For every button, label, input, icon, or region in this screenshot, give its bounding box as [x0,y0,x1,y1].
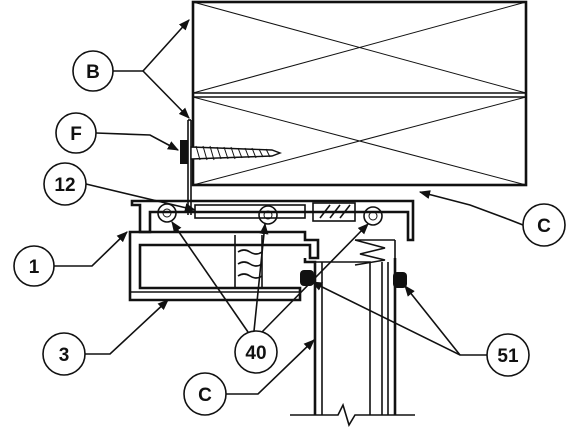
flashing-strip [187,119,192,215]
callout-3: 3 [42,299,169,376]
callout-c-top-label: C [537,216,551,237]
callout-b-label: B [86,62,100,83]
seal-51-left [300,270,314,286]
wood-screw [180,140,282,164]
callout-12-label: 12 [54,175,75,196]
seal-51-right [393,272,407,288]
callout-f-label: F [70,124,82,145]
wood-blocking-block [191,0,528,187]
callout-c-bottom: C [183,339,315,416]
callout-51: 51 [310,281,530,377]
sill-extrusion [130,199,415,242]
callout-3-label: 3 [59,345,70,366]
callout-c-bottom-label: C [198,385,212,406]
callout-1-label: 1 [29,257,40,278]
callout-51-label: 51 [497,346,519,367]
frame-profile [128,230,320,302]
callout-f: F [55,112,179,154]
spring-clip [354,239,396,266]
stud-jamb [303,258,397,415]
callout-c-top: C [418,190,566,247]
callout-12: 12 [43,162,197,213]
callout-b: B [72,19,190,119]
fastener-40-right [363,206,383,226]
fastener-40-middle [258,205,278,225]
callout-40: 40 [171,221,369,374]
break-line [290,402,415,427]
callout-1: 1 [13,231,128,287]
callout-40-label: 40 [245,343,266,364]
